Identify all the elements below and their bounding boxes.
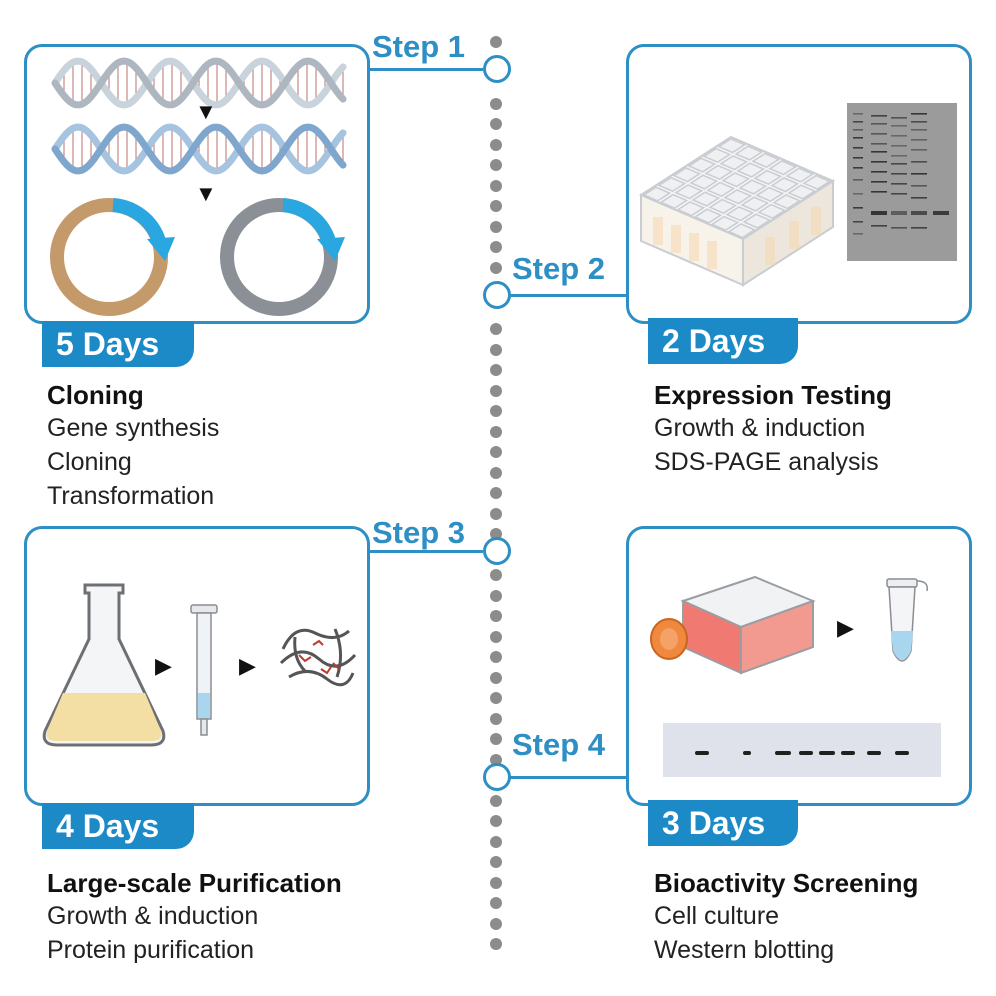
timeline-dot	[490, 569, 502, 581]
dna-helix-icon	[51, 123, 347, 175]
step-2-label: Step 2	[512, 251, 606, 286]
cell-culture-flask-icon	[650, 575, 816, 675]
timeline-dot	[490, 733, 502, 745]
timeline-dot	[490, 487, 502, 499]
timeline-dot	[490, 98, 502, 110]
step-1-label: Step 1	[372, 29, 466, 64]
step-3-item: Growth & induction	[47, 902, 259, 930]
tube-icon	[886, 578, 929, 662]
protein-icon	[279, 628, 357, 687]
step-1-node	[483, 55, 511, 83]
timeline-dot	[490, 672, 502, 684]
down-arrow-icon: ▼	[195, 99, 217, 124]
cloning-card: ▼ ▼	[24, 44, 370, 324]
step-4-title: Bioactivity Screening	[654, 868, 919, 898]
right-arrow-icon: ▶	[239, 653, 256, 678]
step-4-node	[483, 763, 511, 791]
step-1-item: Transformation	[47, 482, 215, 510]
timeline-dot	[490, 36, 502, 48]
down-arrow-icon: ▼	[195, 181, 217, 206]
timeline-dot	[490, 508, 502, 520]
step-3-label: Step 3	[372, 515, 466, 550]
step-4-duration-badge: 3 Days	[648, 800, 798, 846]
timeline-dot	[490, 836, 502, 848]
timeline-dot	[490, 221, 502, 233]
expression-card	[626, 44, 972, 324]
right-arrow-icon: ▶	[837, 615, 854, 640]
step-3-connector	[366, 550, 483, 553]
timeline-dot	[490, 815, 502, 827]
step-4-connector	[510, 776, 628, 779]
timeline-dot	[490, 590, 502, 602]
timeline-dot	[490, 200, 502, 212]
timeline-dot	[490, 241, 502, 253]
timeline-dot	[490, 467, 502, 479]
western-blot-icon	[663, 723, 941, 777]
plasmid-icon	[220, 198, 345, 316]
step-2-item: Growth & induction	[654, 414, 866, 442]
timeline-dot	[490, 118, 502, 130]
flask-icon	[42, 583, 166, 747]
timeline-dot	[490, 262, 502, 274]
timeline-dot	[490, 426, 502, 438]
sds-gel-icon	[847, 103, 957, 261]
timeline-dot	[490, 877, 502, 889]
timeline-dot	[490, 385, 502, 397]
timeline-dot	[490, 180, 502, 192]
timeline-dot	[490, 159, 502, 171]
step-1-title: Cloning	[47, 380, 144, 410]
right-arrow-icon: ▶	[155, 653, 172, 678]
step-2-title: Expression Testing	[654, 380, 892, 410]
step-2-node	[483, 281, 511, 309]
timeline-dot	[490, 897, 502, 909]
timeline-dot	[490, 938, 502, 950]
step-2-item: SDS-PAGE analysis	[654, 448, 879, 476]
timeline-dot	[490, 139, 502, 151]
step-1-connector	[366, 68, 483, 71]
step-3-node	[483, 537, 511, 565]
timeline-dot	[490, 651, 502, 663]
timeline-dot	[490, 405, 502, 417]
step-1-item: Cloning	[47, 448, 132, 476]
timeline-dot	[490, 344, 502, 356]
dna-helix-icon	[51, 57, 347, 109]
timeline-dot	[490, 364, 502, 376]
step-4-item: Cell culture	[654, 902, 780, 930]
step-3-title: Large-scale Purification	[47, 868, 342, 898]
step-4-item: Western blotting	[654, 936, 835, 964]
plasmid-icon	[50, 198, 175, 316]
well-plate-icon	[638, 135, 836, 287]
purification-card: ▶ ▶	[24, 526, 370, 806]
step-3-item: Protein purification	[47, 936, 255, 964]
step-1-item: Gene synthesis	[47, 414, 220, 442]
timeline-dot	[490, 856, 502, 868]
timeline-dot	[490, 795, 502, 807]
bioactivity-card: ▶	[626, 526, 972, 806]
step-2-connector	[510, 294, 628, 297]
timeline-dot	[490, 692, 502, 704]
timeline-dot	[490, 323, 502, 335]
step-3-duration-badge: 4 Days	[42, 803, 194, 849]
timeline-dot	[490, 713, 502, 725]
timeline-dot	[490, 610, 502, 622]
step-4-label: Step 4	[512, 727, 606, 762]
step-2-duration-badge: 2 Days	[648, 318, 798, 364]
timeline-dot	[490, 446, 502, 458]
column-icon	[190, 604, 218, 736]
timeline-dot	[490, 631, 502, 643]
step-1-duration-badge: 5 Days	[42, 321, 194, 367]
timeline-dot	[490, 918, 502, 930]
